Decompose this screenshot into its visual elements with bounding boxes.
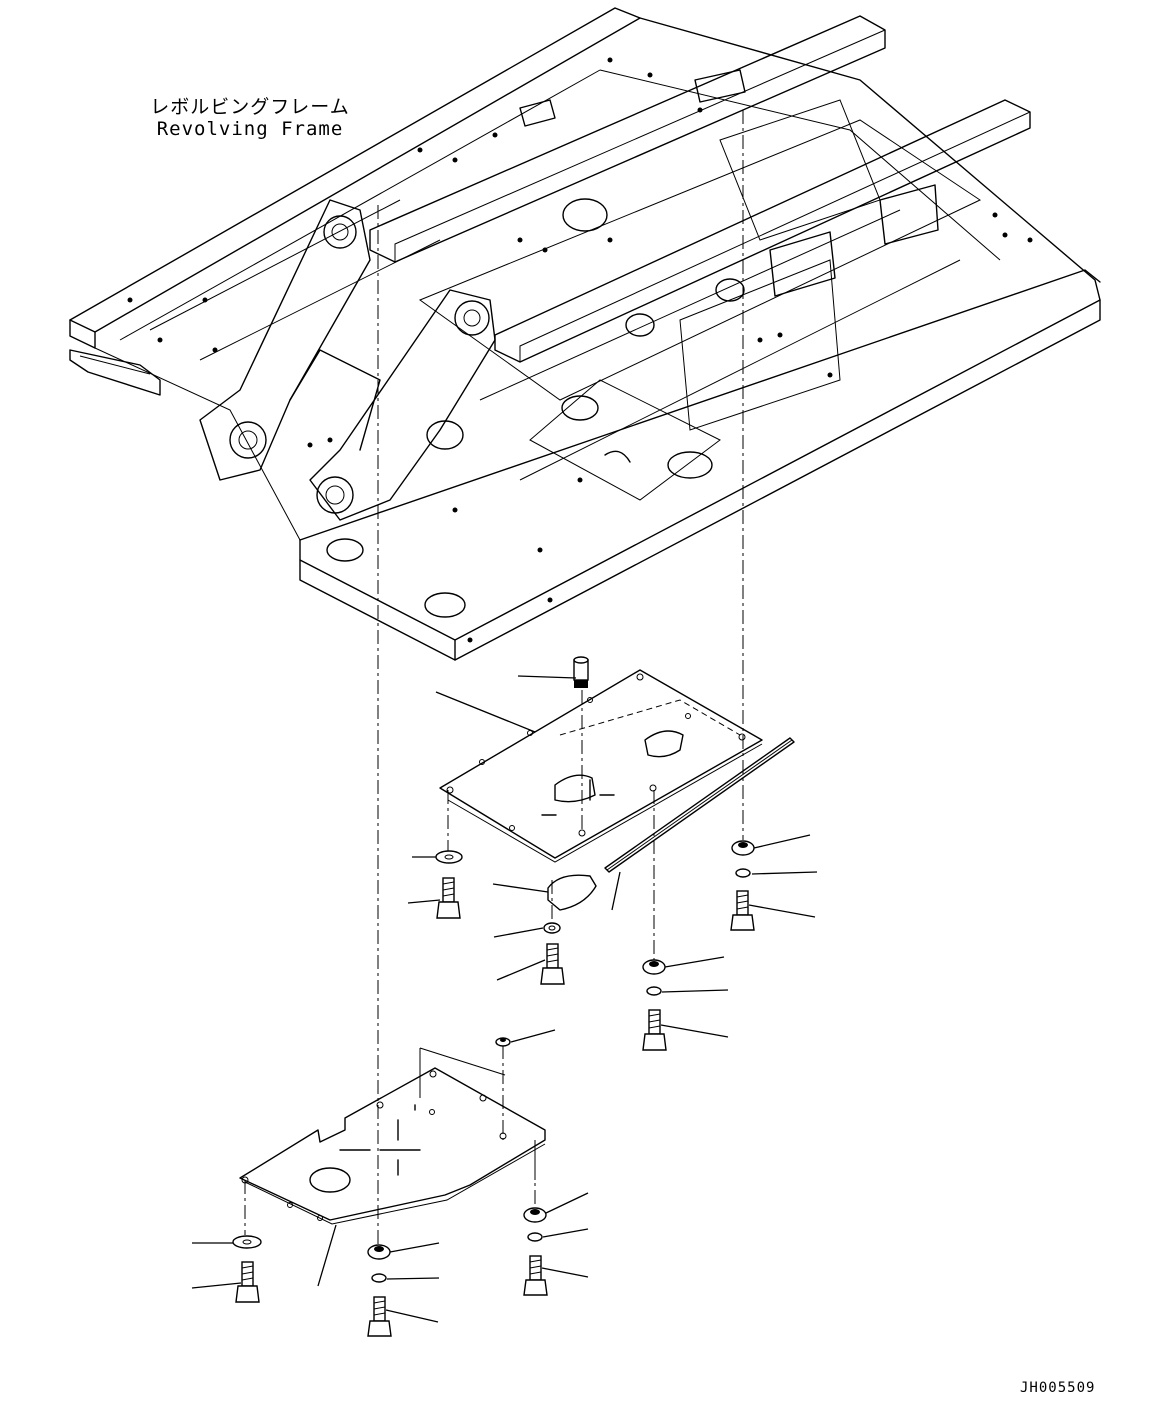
lower-plate-holes — [241, 1070, 507, 1221]
upper-plate-holes — [446, 673, 746, 837]
frame-title-english: Revolving Frame — [156, 118, 344, 140]
lower-under-cover-plate — [239, 1047, 546, 1225]
drawing-code: JH005509 — [1020, 1380, 1096, 1396]
frame-title-japanese: レボルビングフレーム — [150, 96, 350, 118]
upper-under-cover-plate — [439, 669, 763, 863]
upper-plate-pin — [573, 656, 589, 688]
callout-leader-lines — [191, 675, 818, 1323]
revolving-frame — [69, 7, 1101, 661]
washers-and-bolts — [232, 840, 755, 1337]
seal-strip — [604, 737, 795, 873]
frame-bolt-holes — [127, 57, 1033, 643]
assembly-center-lines — [244, 110, 744, 1250]
small-inspection-cover — [547, 874, 597, 911]
